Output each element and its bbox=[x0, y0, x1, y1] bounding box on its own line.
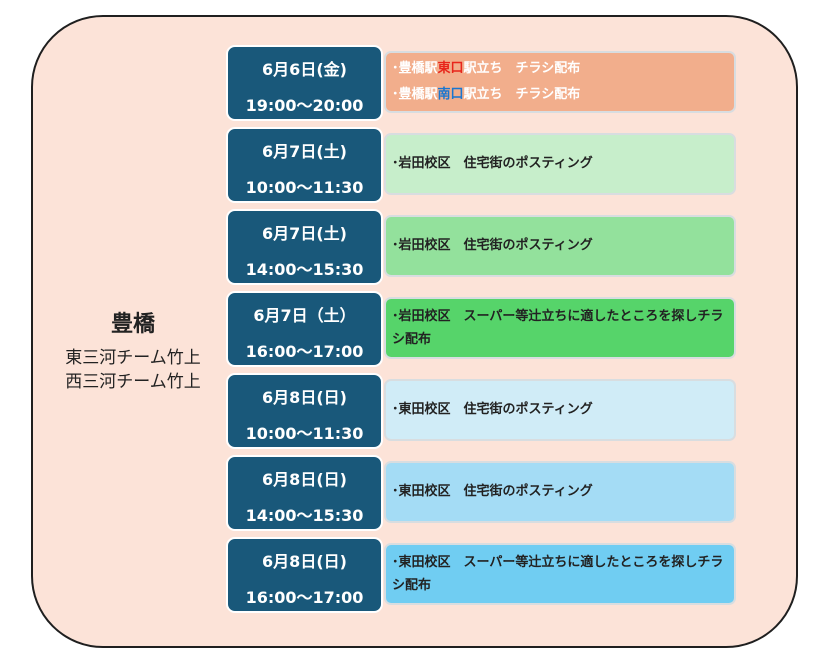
event-time: 10:00〜11:30 bbox=[245, 178, 364, 197]
desc-prefix: ･豊橋駅 bbox=[392, 61, 438, 76]
event-description: ･岩田校区 住宅街のポスティング bbox=[384, 215, 736, 277]
event-time: 14:00〜15:30 bbox=[245, 260, 364, 279]
desc-highlight: 東口 bbox=[437, 61, 464, 76]
event-time: 16:00〜17:00 bbox=[245, 342, 364, 361]
schedule-row: 6月8日(日) 14:00〜15:30 ･東田校区 住宅街のポスティング bbox=[226, 455, 736, 531]
date-box: 6月8日(日) 14:00〜15:30 bbox=[226, 455, 383, 531]
event-description: ･岩田校区 スーパー等辻立ちに適したところを探しチラシ配布 bbox=[384, 297, 736, 359]
schedule-row: 6月7日(土) 10:00〜11:30 ･岩田校区 住宅街のポスティング bbox=[226, 127, 736, 203]
desc-highlight: 南口 bbox=[437, 87, 464, 102]
desc-text: ･岩田校区 住宅街のポスティング bbox=[392, 156, 593, 171]
date-box: 6月7日(土) 14:00〜15:30 bbox=[226, 209, 383, 285]
event-date: 6月8日(日) bbox=[262, 470, 347, 489]
schedule-row: 6月8日(日) 10:00〜11:30 ･東田校区 住宅街のポスティング bbox=[226, 373, 736, 449]
event-date: 6月8日(日) bbox=[262, 552, 347, 571]
schedule-row: 6月6日(金) 19:00〜20:00 ･豊橋駅東口駅立ち チラシ配布 ･豊橋駅… bbox=[226, 45, 736, 121]
region-team-2: 西三河チーム竹上 bbox=[65, 372, 201, 392]
date-box: 6月8日(日) 16:00〜17:00 bbox=[226, 537, 383, 613]
date-box: 6月7日（土） 16:00〜17:00 bbox=[226, 291, 383, 367]
date-box: 6月6日(金) 19:00〜20:00 bbox=[226, 45, 383, 121]
event-time: 10:00〜11:30 bbox=[245, 424, 364, 443]
event-description: ･岩田校区 住宅街のポスティング bbox=[384, 133, 736, 195]
desc-text: ･岩田校区 スーパー等辻立ちに適したところを探しチラシ配布 bbox=[392, 309, 724, 347]
event-date: 6月7日(土) bbox=[262, 224, 347, 243]
desc-text: ･東田校区 スーパー等辻立ちに適したところを探しチラシ配布 bbox=[392, 555, 724, 593]
desc-text: ･東田校区 住宅街のポスティング bbox=[392, 484, 593, 499]
event-description: ･東田校区 住宅街のポスティング bbox=[384, 461, 736, 523]
event-time: 16:00〜17:00 bbox=[245, 588, 364, 607]
desc-suffix: 駅立ち チラシ配布 bbox=[463, 61, 581, 76]
desc-prefix: ･豊橋駅 bbox=[392, 87, 438, 102]
date-box: 6月8日(日) 10:00〜11:30 bbox=[226, 373, 383, 449]
event-date: 6月8日(日) bbox=[262, 388, 347, 407]
event-time: 14:00〜15:30 bbox=[245, 506, 364, 525]
region-title: 豊橋 bbox=[110, 312, 155, 337]
event-date: 6月7日（土） bbox=[253, 306, 356, 325]
desc-line: ･豊橋駅南口駅立ち チラシ配布 bbox=[392, 82, 728, 108]
desc-line: ･豊橋駅東口駅立ち チラシ配布 bbox=[392, 56, 728, 82]
desc-text: ･岩田校区 住宅街のポスティング bbox=[392, 238, 593, 253]
schedule-row: 6月7日(土) 14:00〜15:30 ･岩田校区 住宅街のポスティング bbox=[226, 209, 736, 285]
event-description: ･豊橋駅東口駅立ち チラシ配布 ･豊橋駅南口駅立ち チラシ配布 bbox=[384, 51, 736, 113]
event-date: 6月7日(土) bbox=[262, 142, 347, 161]
region-team-1: 東三河チーム竹上 bbox=[65, 348, 201, 368]
event-description: ･東田校区 住宅街のポスティング bbox=[384, 379, 736, 441]
schedule-row: 6月7日（土） 16:00〜17:00 ･岩田校区 スーパー等辻立ちに適したとこ… bbox=[226, 291, 736, 367]
date-box: 6月7日(土) 10:00〜11:30 bbox=[226, 127, 383, 203]
desc-text: ･東田校区 住宅街のポスティング bbox=[392, 402, 593, 417]
event-description: ･東田校区 スーパー等辻立ちに適したところを探しチラシ配布 bbox=[384, 543, 736, 605]
event-time: 19:00〜20:00 bbox=[245, 96, 364, 115]
event-date: 6月6日(金) bbox=[262, 60, 347, 79]
region-block: 豊橋 東三河チーム竹上 西三河チーム竹上 bbox=[48, 306, 218, 394]
desc-suffix: 駅立ち チラシ配布 bbox=[463, 87, 581, 102]
schedule-row: 6月8日(日) 16:00〜17:00 ･東田校区 スーパー等辻立ちに適したとこ… bbox=[226, 537, 736, 613]
